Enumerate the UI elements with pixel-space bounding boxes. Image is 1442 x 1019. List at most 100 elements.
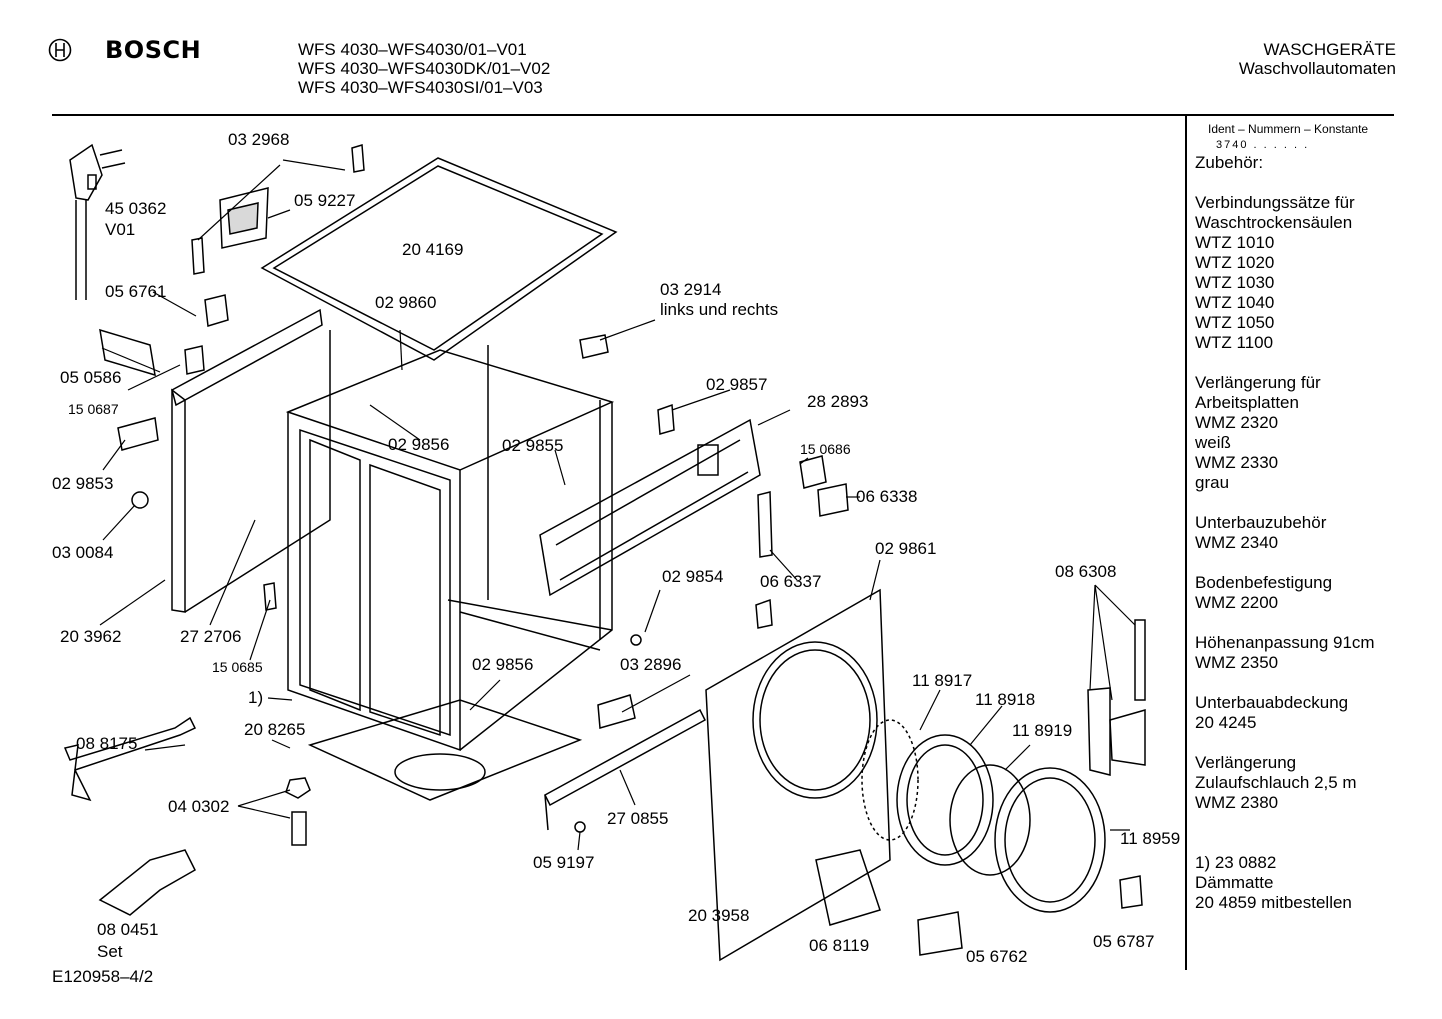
small-part-icon	[184, 345, 205, 375]
part-label: 03 2968	[228, 130, 290, 149]
part-label: 05 0586	[60, 368, 122, 387]
part-label: 20 4169	[402, 240, 464, 259]
part-label: 02 9853	[52, 474, 114, 493]
part-label: 02 9855	[502, 436, 564, 455]
screw-icon	[574, 821, 586, 833]
accessory-line: Waschtrockensäulen	[1195, 213, 1353, 232]
accessory-line: 1) 23 0882	[1195, 853, 1277, 872]
header-divider	[52, 114, 1394, 116]
accessory-line: WMZ 2320	[1195, 413, 1279, 432]
part-label: 03 2896	[620, 655, 682, 674]
part-label: 05 9197	[533, 853, 595, 872]
category-block: WASCHGERÄTE Waschvollautomaten	[1239, 40, 1396, 78]
part-label: 11 8917	[912, 671, 973, 690]
part-label: 02 9854	[662, 567, 724, 586]
side-panel-left	[171, 388, 186, 613]
part-label: 02 9856	[472, 655, 534, 674]
accessory-line	[1195, 173, 1375, 193]
bracket-icon	[351, 144, 365, 173]
part-label: 08 8175	[76, 734, 138, 753]
hinge-icon	[1087, 687, 1111, 776]
accessory-line: Verlängerung	[1195, 753, 1297, 772]
accessory-line: Bodenbefestigung	[1195, 573, 1333, 592]
accessory-line: Arbeitsplatten	[1195, 393, 1299, 412]
part-label: 27 2706	[180, 627, 242, 646]
small-part-icon	[1119, 875, 1143, 909]
lock-icon	[917, 911, 963, 956]
part-label: 04 0302	[168, 797, 230, 816]
accessory-line	[1195, 613, 1375, 633]
part-label: 03 0084	[52, 543, 114, 562]
accessory-line: Unterbauabdeckung	[1195, 693, 1349, 712]
part-label: 02 9856	[388, 435, 450, 454]
part-label: 15 0687	[68, 401, 119, 417]
part-label: links und rechts	[660, 300, 779, 319]
bracket-icon	[191, 237, 205, 275]
exploded-view-drawing	[63, 143, 1146, 962]
accessory-line: grau	[1195, 473, 1230, 492]
clamp-icon	[117, 417, 159, 451]
part-label: 05 6762	[966, 947, 1028, 966]
strip-icon	[544, 708, 706, 807]
accessory-line: WMZ 2330	[1195, 453, 1279, 472]
shim-icon	[98, 849, 196, 916]
part-label: 15 0685	[212, 659, 263, 675]
category-subtitle: Waschvollautomaten	[1238, 59, 1396, 78]
door-glass	[949, 764, 1031, 876]
control-module-icon	[219, 187, 269, 249]
accessory-line: WTZ 1040	[1195, 293, 1275, 312]
ident-value: 3740 . . . . . .	[1216, 139, 1310, 151]
seal-ring	[861, 719, 919, 841]
accessory-line: WMZ 2340	[1195, 533, 1279, 552]
accessory-line	[1195, 813, 1375, 833]
accessory-line: Zulaufschlauch 2,5 m	[1195, 773, 1357, 792]
part-label: Set	[97, 942, 123, 961]
accessory-line: WMZ 2350	[1195, 653, 1279, 672]
accessory-line	[1195, 553, 1375, 573]
bag-icon	[815, 849, 881, 926]
model-line: WFS 4030–WFS4030SI/01–V03	[298, 78, 543, 97]
part-label: 11 8918	[975, 690, 1036, 709]
accessory-line: WTZ 1020	[1195, 253, 1275, 272]
part-label: V01	[105, 220, 136, 239]
small-part-icon	[579, 334, 609, 359]
bolt-icon	[291, 811, 307, 846]
part-label: 11 8919	[1012, 721, 1073, 740]
accessory-line	[1195, 493, 1375, 513]
part-label: 11 8959	[1120, 829, 1181, 848]
cap-icon	[131, 491, 149, 509]
part-label: 08 0451	[97, 920, 159, 939]
part-label: 15 0686	[800, 441, 851, 457]
small-part-icon	[204, 294, 229, 327]
part-label: 02 9860	[375, 293, 437, 312]
part-label: 03 2914	[660, 280, 722, 299]
small-part-icon	[757, 491, 773, 558]
part-label: 20 3958	[688, 906, 750, 925]
small-part-icon	[817, 483, 849, 517]
part-label: 45 0362	[105, 199, 167, 218]
category-title: WASCHGERÄTE	[1263, 40, 1396, 59]
mains-plug-icon	[69, 143, 126, 300]
small-part-icon	[263, 582, 277, 611]
accessory-line: Höhenanpassung 91cm	[1195, 633, 1375, 652]
part-label: 02 9857	[706, 375, 768, 394]
part-label: 02 9861	[875, 539, 937, 558]
model-line: WFS 4030–WFS4030DK/01–V02	[298, 59, 551, 78]
part-label: 05 6787	[1093, 932, 1155, 951]
drawing-id: E120958–4/2	[52, 967, 154, 986]
accessory-line: WTZ 1010	[1195, 233, 1275, 252]
accessory-line	[1195, 833, 1375, 853]
part-label: 27 0855	[607, 809, 669, 828]
small-part-icon	[755, 598, 773, 629]
part-label: 20 8265	[244, 720, 306, 739]
top-lid-outline	[260, 157, 618, 361]
model-line: WFS 4030–WFS4030/01–V01	[298, 40, 527, 59]
sidebar-divider	[1185, 116, 1187, 970]
accessory-line: WTZ 1030	[1195, 273, 1275, 292]
accessory-line: 20 4859 mitbestellen	[1195, 893, 1352, 912]
accessory-line: WMZ 2380	[1195, 793, 1279, 812]
accessory-line: weiß	[1195, 433, 1231, 452]
small-part-icon	[657, 403, 675, 435]
door-ring-outer	[896, 734, 994, 866]
ident-title: Ident – Nummern – Konstante	[1208, 122, 1369, 136]
